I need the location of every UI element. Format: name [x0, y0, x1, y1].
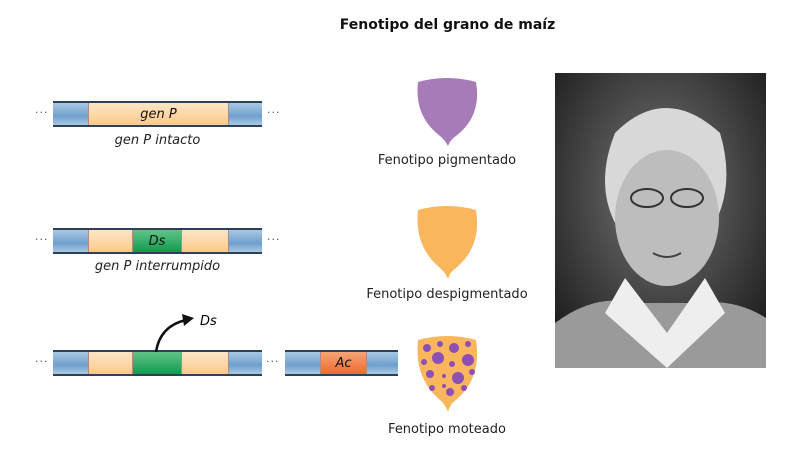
gene-p-segment: gen P	[88, 103, 229, 125]
phenotype-label: Fenotipo despigmentado	[366, 287, 528, 302]
ellipsis: ···	[266, 355, 280, 368]
ellipsis: ···	[35, 233, 49, 246]
gene-p-interrupted-bar: Ds	[53, 228, 262, 254]
gene-p-intact-bar: gen P	[53, 101, 262, 127]
ds-segment	[132, 352, 182, 374]
spotted-kernel-icon	[417, 336, 478, 412]
diagram-title: Fenotipo del grano de maíz	[339, 17, 556, 33]
ellipsis: ···	[267, 106, 281, 119]
ds-segment: Ds	[132, 230, 182, 252]
phenotype-label: Fenotipo moteado	[388, 422, 506, 437]
unpigmented-kernel-icon	[417, 206, 478, 279]
ellipsis: ···	[35, 355, 49, 368]
ellipsis: ···	[35, 106, 49, 119]
portrait-photo	[555, 73, 766, 368]
phenotype-label: Fenotipo pigmentado	[377, 153, 517, 168]
ds-arrow-label: Ds	[200, 314, 217, 329]
ellipsis: ···	[267, 233, 281, 246]
ac-bar: Ac	[285, 350, 398, 376]
ac-segment: Ac	[320, 352, 367, 374]
gene-caption: gen P intacto	[114, 133, 201, 148]
gene-p-excision-bar	[53, 350, 262, 376]
pigmented-kernel-icon	[417, 78, 478, 146]
excision-arrow-icon	[154, 314, 194, 353]
gene-caption: gen P interrumpido	[94, 259, 221, 274]
